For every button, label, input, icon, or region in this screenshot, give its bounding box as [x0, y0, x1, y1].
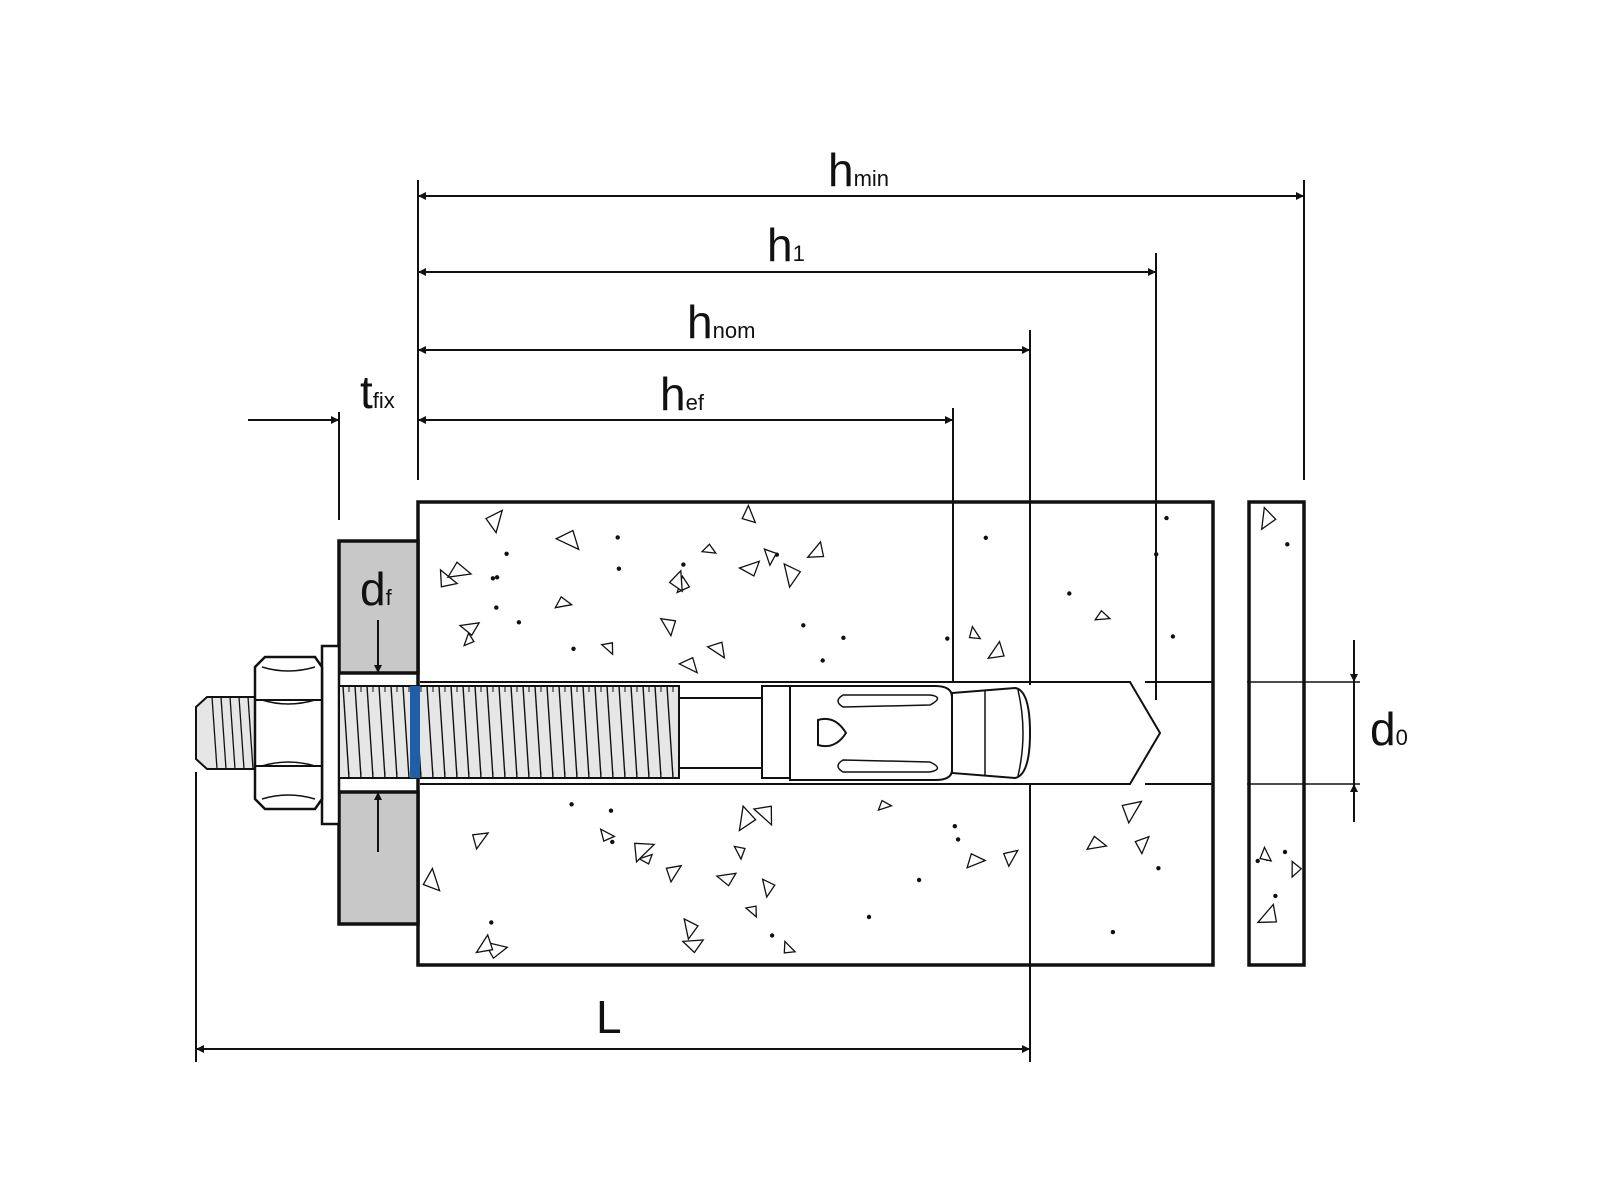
- washer: [320, 644, 341, 826]
- label-d-f: df: [360, 563, 393, 615]
- concrete-texture-main: [422, 503, 1176, 960]
- label-d-0: d0: [1370, 703, 1408, 755]
- anchor-shank: [678, 697, 763, 769]
- rod-threads: [342, 685, 674, 779]
- label-h-1: h1: [767, 219, 805, 271]
- concrete-thickness-strip: [1247, 500, 1306, 967]
- threaded-rod: [338, 685, 680, 779]
- thread-color-mark: [410, 686, 420, 778]
- label-h-min: hmin: [828, 144, 889, 196]
- label-t-fix: tfix: [360, 366, 395, 418]
- label-h-ef: hef: [660, 368, 705, 420]
- label-h-nom: hnom: [687, 296, 755, 348]
- concrete-texture-strip: [1255, 506, 1303, 924]
- label-L: L: [596, 991, 622, 1043]
- hex-nut: [253, 655, 324, 811]
- extension-lines: [195, 180, 1305, 1062]
- expansion-sleeve: [761, 685, 1032, 781]
- rod-end: [195, 696, 256, 770]
